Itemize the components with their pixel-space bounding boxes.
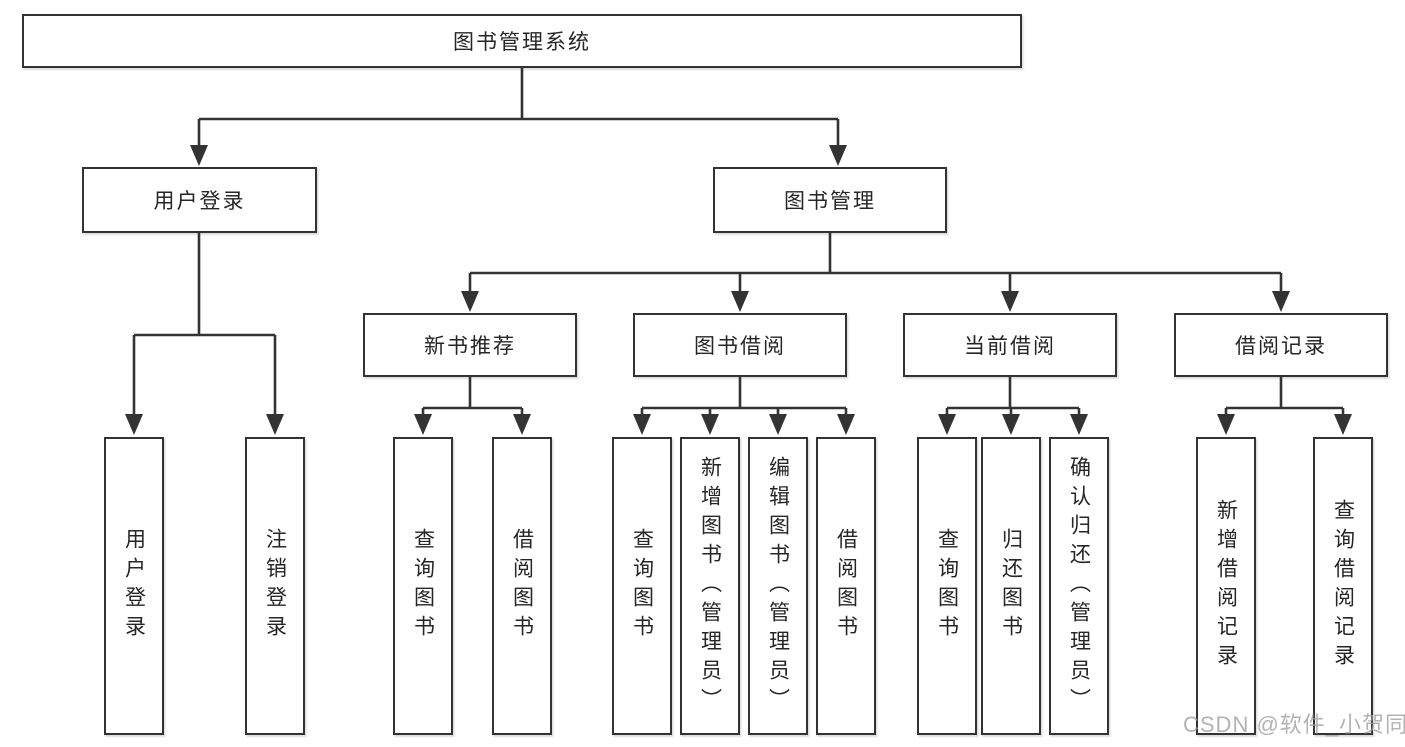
node-new-book-recommend-label: 新书推荐 <box>424 335 516 358</box>
leaf-user-login-label: 用户登录 <box>122 528 146 644</box>
node-current-borrow-label: 当前借阅 <box>964 335 1056 358</box>
node-book-management: 图书管理 <box>713 167 947 233</box>
connector-segments <box>132 68 1345 417</box>
leaf-records-query-record: 查询借阅记录 <box>1313 437 1373 735</box>
leaf-newbook-query-books: 查询图书 <box>393 437 453 735</box>
leaf-current-return-books: 归还图书 <box>981 437 1041 735</box>
leaf-records-query-record-label: 查询借阅记录 <box>1331 499 1355 673</box>
node-user-login: 用户登录 <box>82 167 317 233</box>
leaf-newbook-borrow-books: 借阅图书 <box>492 437 552 735</box>
leaf-logout: 注销登录 <box>245 437 305 735</box>
node-book-borrow: 图书借阅 <box>633 313 847 377</box>
leaf-borrow-query-books-label: 查询图书 <box>630 528 654 644</box>
leaf-borrow-add-books-admin: 新增图书（管理员） <box>680 437 740 735</box>
leaf-borrow-edit-books-admin-label: 编辑图书（管理员） <box>766 455 790 717</box>
leaf-newbook-query-books-label: 查询图书 <box>411 528 435 644</box>
leaf-records-add-record: 新增借阅记录 <box>1196 437 1256 735</box>
leaf-records-add-record-label: 新增借阅记录 <box>1214 499 1238 673</box>
node-root-label: 图书管理系统 <box>453 31 591 54</box>
leaf-current-query-books-label: 查询图书 <box>935 528 959 644</box>
leaf-current-query-books: 查询图书 <box>917 437 977 735</box>
csdn-watermark: CSDN @软件_小贺同学 <box>1183 712 1405 737</box>
node-borrow-records-label: 借阅记录 <box>1235 335 1327 358</box>
leaf-current-return-books-label: 归还图书 <box>999 528 1023 644</box>
leaf-borrow-borrow-books-label: 借阅图书 <box>834 528 858 644</box>
leaf-current-confirm-return-admin: 确认归还（管理员） <box>1049 437 1109 735</box>
node-root-system: 图书管理系统 <box>22 14 1022 68</box>
leaf-borrow-add-books-admin-label: 新增图书（管理员） <box>698 455 722 717</box>
node-borrow-records: 借阅记录 <box>1174 313 1388 377</box>
leaf-borrow-borrow-books: 借阅图书 <box>816 437 876 735</box>
leaf-current-confirm-return-admin-label: 确认归还（管理员） <box>1067 455 1091 717</box>
node-book-management-label: 图书管理 <box>784 190 876 213</box>
node-current-borrow: 当前借阅 <box>903 313 1117 377</box>
node-user-login-label: 用户登录 <box>153 190 246 213</box>
leaf-newbook-borrow-books-label: 借阅图书 <box>510 528 534 644</box>
node-book-borrow-label: 图书借阅 <box>694 335 786 358</box>
leaf-borrow-query-books: 查询图书 <box>612 437 672 735</box>
leaf-user-login: 用户登录 <box>104 437 164 735</box>
leaf-logout-label: 注销登录 <box>263 528 287 644</box>
node-new-book-recommend: 新书推荐 <box>363 313 577 377</box>
leaf-borrow-edit-books-admin: 编辑图书（管理员） <box>748 437 808 735</box>
